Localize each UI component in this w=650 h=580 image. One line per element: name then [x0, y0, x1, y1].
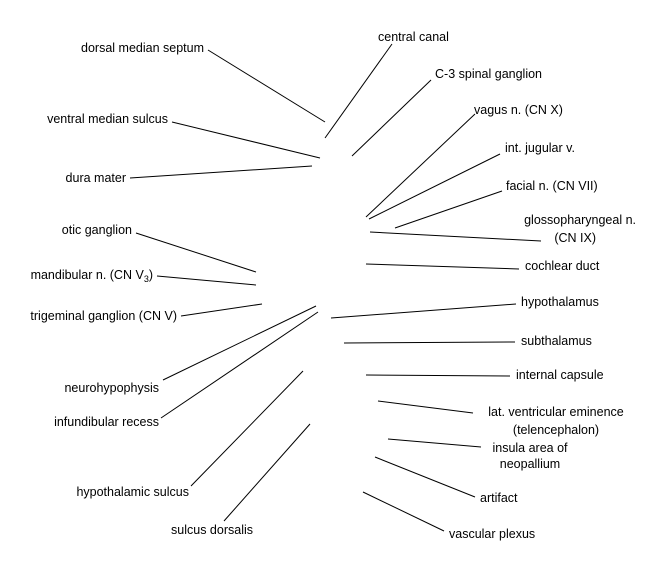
label-dura-mater: dura mater: [66, 171, 126, 185]
leader-c3-spinal-ganglion: [351, 79, 432, 157]
leader-neurohypophysis: [162, 305, 317, 381]
label-c3-spinal-ganglion: C-3 spinal ganglion: [435, 67, 542, 81]
leader-vagus-n: [365, 113, 476, 218]
label-mandibular-n-suffix: ): [149, 268, 153, 282]
label-dorsal-median-septum: dorsal median septum: [81, 41, 204, 55]
label-internal-capsule: internal capsule: [516, 368, 604, 382]
label-insula-area-line2: neopallium: [500, 457, 560, 471]
leader-cochlear-duct: [365, 263, 520, 270]
label-neurohypophysis: neurohypophysis: [64, 381, 159, 395]
leader-facial-n: [394, 190, 503, 229]
label-lat-ventricular-eminence-line2: (telencephalon): [513, 423, 599, 437]
leader-artifact: [374, 456, 476, 498]
label-lat-ventricular-eminence: lat. ventricular eminence (telencephalon): [488, 405, 624, 437]
leader-subthalamus: [343, 341, 516, 344]
leader-ventral-median-sulcus: [171, 121, 321, 159]
leader-lines-left: [129, 49, 326, 522]
label-int-jugular-v: int. jugular v.: [505, 141, 575, 155]
label-hypothalamic-sulcus: hypothalamic sulcus: [76, 485, 189, 499]
label-insula-area-line1: insula area of: [492, 441, 568, 455]
label-artifact: artifact: [480, 491, 518, 505]
leader-trigeminal-ganglion: [180, 303, 263, 317]
label-vagus-n: vagus n. (CN X): [474, 103, 563, 117]
leader-insula-area: [387, 438, 482, 448]
leader-mandibular-n: [156, 275, 257, 286]
leader-dorsal-median-septum: [207, 49, 326, 123]
label-central-canal: central canal: [378, 30, 449, 44]
leader-infundibular-recess: [160, 311, 319, 419]
labels-right: central canal C-3 spinal ganglion vagus …: [378, 30, 636, 541]
label-hypothalamus: hypothalamus: [521, 295, 599, 309]
label-glossopharyngeal-n-line1: glossopharyngeal n.: [524, 213, 636, 227]
labels-left: dorsal median septum ventral median sulc…: [30, 41, 253, 537]
label-trigeminal-ganglion: trigeminal ganglion (CN V): [30, 309, 177, 323]
leader-vascular-plexus: [362, 491, 445, 532]
label-infundibular-recess: infundibular recess: [54, 415, 159, 429]
label-mandibular-n-prefix: mandibular n. (CN V: [31, 268, 145, 282]
leader-dura-mater: [129, 165, 313, 179]
leader-lines-right: [324, 43, 542, 532]
leader-glossopharyngeal-n: [369, 231, 542, 242]
leader-lat-ventricular-eminence: [377, 400, 474, 414]
label-cochlear-duct: cochlear duct: [525, 259, 600, 273]
label-insula-area: insula area of neopallium: [492, 441, 568, 471]
leader-int-jugular-v: [368, 153, 501, 220]
label-mandibular-n: mandibular n. (CN V3): [31, 268, 153, 284]
label-subthalamus: subthalamus: [521, 334, 592, 348]
label-ventral-median-sulcus: ventral median sulcus: [47, 112, 168, 126]
leader-hypothalamus: [330, 303, 517, 319]
label-facial-n: facial n. (CN VII): [506, 179, 598, 193]
label-mandibular-n-subscript: 3: [144, 274, 149, 284]
leader-otic-ganglion: [135, 232, 257, 273]
label-lat-ventricular-eminence-line1: lat. ventricular eminence: [488, 405, 624, 419]
label-glossopharyngeal-n-line2: (CN IX): [554, 231, 596, 245]
label-vascular-plexus: vascular plexus: [449, 527, 535, 541]
leader-internal-capsule: [365, 374, 511, 377]
label-sulcus-dorsalis: sulcus dorsalis: [171, 523, 253, 537]
leader-central-canal: [324, 43, 393, 139]
label-otic-ganglion: otic ganglion: [62, 223, 132, 237]
leader-hypothalamic-sulcus: [190, 370, 304, 487]
label-glossopharyngeal-n: glossopharyngeal n. (CN IX): [524, 213, 636, 245]
leader-sulcus-dorsalis: [223, 423, 311, 522]
